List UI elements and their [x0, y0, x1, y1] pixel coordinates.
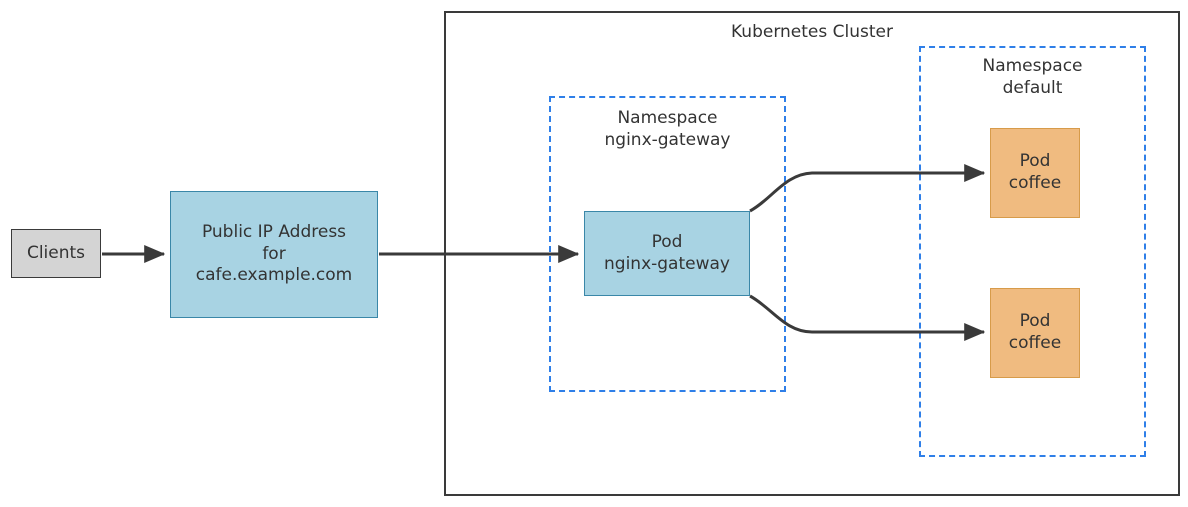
pod-coffee-bottom-node: Pod coffee [990, 288, 1080, 378]
namespace-default-label: Namespace default [982, 56, 1083, 99]
pod-coffee-top-node: Pod coffee [990, 128, 1080, 218]
cluster-title: Kubernetes Cluster [731, 22, 893, 42]
namespace-nginx-gateway: Namespace nginx-gateway [549, 96, 786, 392]
pod-coffee-top-label: Pod coffee [1008, 151, 1062, 193]
public-ip-address-label: Public IP Address for cafe.example.com [195, 221, 353, 286]
pod-coffee-bottom-label: Pod coffee [1008, 311, 1062, 353]
pod-nginx-gateway-node: Pod nginx-gateway [584, 211, 750, 296]
public-ip-address-node: Public IP Address for cafe.example.com [170, 191, 378, 318]
namespace-nginx-gateway-label: Namespace nginx-gateway [604, 108, 731, 151]
pod-nginx-gateway-label: Pod nginx-gateway [604, 231, 730, 274]
clients-node: Clients [11, 229, 101, 278]
namespace-default: Namespace default [919, 46, 1146, 457]
clients-node-label: Clients [26, 242, 86, 263]
